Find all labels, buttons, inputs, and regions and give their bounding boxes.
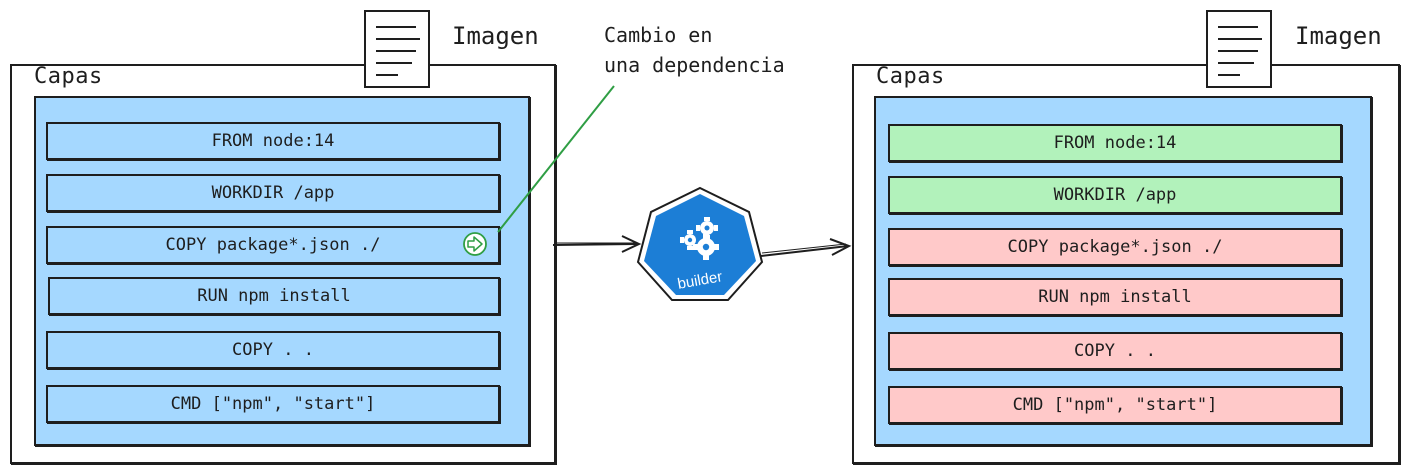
left-layer-cmd: CMD ["npm", "start"] — [46, 385, 500, 423]
arrow-to-builder-icon — [552, 235, 642, 253]
left-image-label: Imagen — [452, 22, 539, 50]
builder-logo-icon — [636, 186, 764, 301]
right-capas-label: Capas — [876, 64, 945, 89]
right-document-icon — [1206, 10, 1272, 88]
left-layer-run-install: RUN npm install — [48, 277, 500, 315]
left-layer-copy-package: COPY package*.json ./ — [46, 226, 500, 264]
annotation-line-1: Cambio en — [604, 23, 713, 47]
right-layer-cmd: CMD ["npm", "start"] — [888, 386, 1342, 424]
left-capas-label: Capas — [34, 64, 103, 89]
right-layer-run-install: RUN npm install — [888, 278, 1342, 316]
arrow-to-output-icon — [760, 238, 852, 257]
annotation-line-2: una dependencia — [604, 53, 785, 77]
right-image-label: Imagen — [1295, 22, 1382, 50]
right-layer-from: FROM node:14 — [888, 124, 1342, 162]
left-document-icon — [364, 10, 430, 88]
right-layer-copy-all: COPY . . — [888, 332, 1342, 370]
annotation-text: Cambio en una dependencia — [604, 20, 785, 80]
annotation-connector-line — [497, 85, 615, 233]
right-layer-copy-package: COPY package*.json ./ — [888, 228, 1342, 266]
left-layer-copy-all: COPY . . — [46, 331, 500, 369]
change-indicator-icon — [463, 232, 487, 256]
left-layers-panel — [34, 96, 530, 446]
left-layer-from: FROM node:14 — [46, 122, 500, 160]
right-layer-workdir: WORKDIR /app — [888, 176, 1342, 214]
left-layer-workdir: WORKDIR /app — [46, 174, 500, 212]
